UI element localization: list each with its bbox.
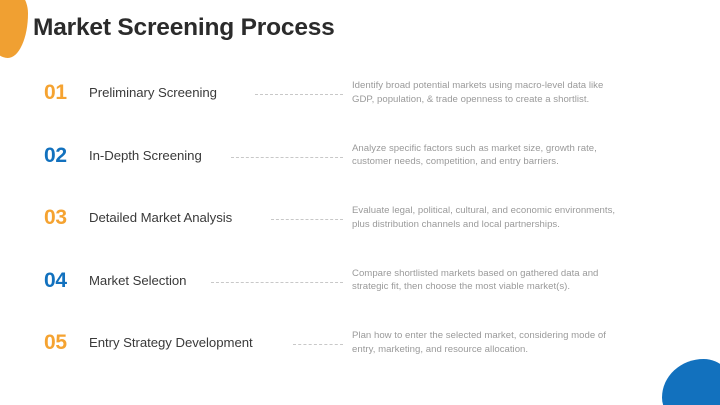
dashed-connector bbox=[293, 344, 343, 345]
step-number: 04 bbox=[44, 268, 67, 292]
step-description-line2: entry, marketing, and resource allocatio… bbox=[352, 343, 529, 355]
process-step-list: 01 Preliminary Screening Identify broad … bbox=[0, 74, 720, 387]
dashed-connector bbox=[211, 281, 343, 283]
dashed-connector bbox=[255, 94, 343, 95]
step-number: 05 bbox=[44, 331, 67, 354]
step-description: Plan how to enter the selected market, c… bbox=[352, 329, 672, 356]
step-label: Preliminary Screening bbox=[89, 85, 217, 100]
step-number: 02 bbox=[44, 143, 67, 167]
process-step-row: 04 Market Selection Compare shortlisted … bbox=[0, 262, 720, 325]
step-description: Compare shortlisted markets based on gat… bbox=[352, 267, 672, 294]
dashed-connector bbox=[231, 156, 343, 158]
step-description-line1: Compare shortlisted markets based on gat… bbox=[352, 267, 599, 279]
step-description-line2: plus distribution channels and local par… bbox=[352, 218, 560, 230]
step-label: Detailed Market Analysis bbox=[89, 210, 233, 225]
dashed-connector bbox=[271, 219, 343, 220]
step-description-line1: Identify broad potential markets using m… bbox=[352, 80, 604, 91]
step-description-line2: strategic fit, then choose the most viab… bbox=[352, 281, 571, 293]
step-label: In-Depth Screening bbox=[89, 147, 202, 163]
process-step-row: 05 Entry Strategy Development Plan how t… bbox=[0, 324, 720, 387]
step-description: Analyze specific factors such as market … bbox=[352, 142, 672, 169]
step-description-line1: Analyze specific factors such as market … bbox=[352, 142, 597, 154]
process-step-row: 03 Detailed Market Analysis Evaluate leg… bbox=[0, 199, 720, 262]
step-description: Evaluate legal, political, cultural, and… bbox=[352, 204, 672, 231]
step-label: Entry Strategy Development bbox=[89, 335, 253, 350]
step-description: Identify broad potential markets using m… bbox=[352, 79, 672, 106]
orange-blob-decoration bbox=[0, 0, 28, 58]
process-step-row: 01 Preliminary Screening Identify broad … bbox=[0, 74, 720, 137]
step-number: 01 bbox=[44, 81, 67, 104]
step-description-line2: customer needs, competition, and entry b… bbox=[352, 156, 559, 168]
process-step-row: 02 In-Depth Screening Analyze specific f… bbox=[0, 137, 720, 200]
step-number: 03 bbox=[44, 206, 67, 229]
step-label: Market Selection bbox=[89, 272, 187, 288]
step-description-line2: GDP, population, & trade openness to cre… bbox=[352, 93, 590, 105]
step-description-line1: Plan how to enter the selected market, c… bbox=[352, 330, 606, 341]
step-description-line1: Evaluate legal, political, cultural, and… bbox=[352, 205, 616, 216]
slide-title: Market Screening Process bbox=[33, 14, 335, 41]
